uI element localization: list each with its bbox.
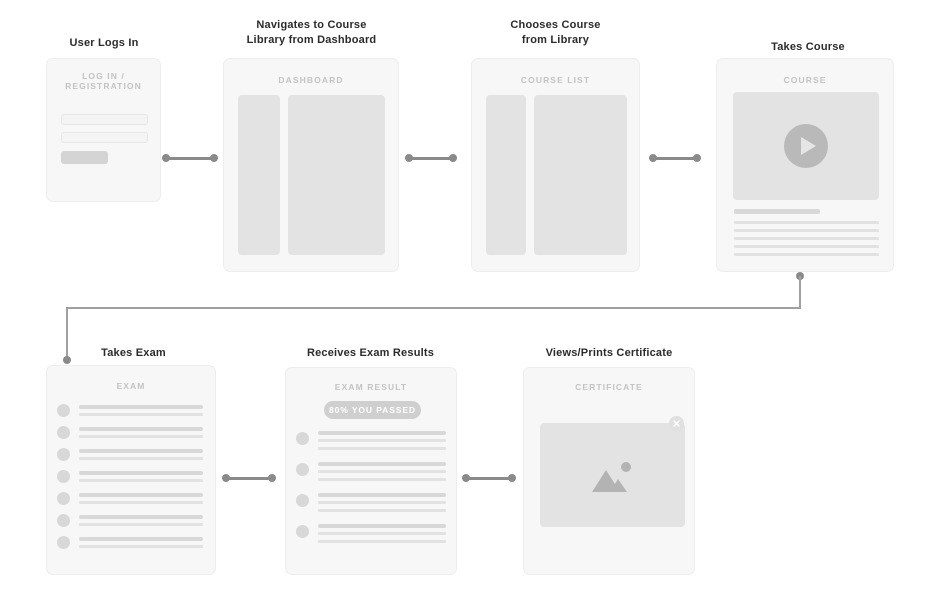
video-player-placeholder[interactable] bbox=[733, 92, 879, 200]
course-text-line bbox=[734, 229, 879, 232]
card-exam-result[interactable]: EXAM RESULT 80% YOU PASSED bbox=[285, 367, 457, 575]
card-label-dashboard: DASHBOARD bbox=[278, 75, 344, 85]
certificate-image-placeholder[interactable] bbox=[540, 423, 685, 527]
card-label-course: COURSE bbox=[783, 75, 827, 85]
course-text-line bbox=[734, 245, 879, 248]
dashboard-main-column bbox=[288, 95, 385, 255]
course-list-main-column bbox=[534, 95, 627, 255]
step-title-dashboard: Navigates to Course Library from Dashboa… bbox=[246, 19, 377, 46]
course-text-line bbox=[734, 221, 879, 224]
step-title-exam: Takes Exam bbox=[101, 347, 166, 359]
play-icon[interactable] bbox=[784, 124, 828, 168]
card-label-exam: EXAM bbox=[116, 381, 146, 391]
card-label-course-list: COURSE LIST bbox=[520, 75, 591, 85]
card-label-exam-result: EXAM RESULT bbox=[334, 382, 408, 392]
card-label-login: LOG IN / REGISTRATION bbox=[65, 71, 142, 91]
exam-score-badge: 80% YOU PASSED bbox=[324, 401, 421, 419]
card-certificate[interactable]: CERTIFICATE bbox=[523, 367, 695, 575]
dashboard-sidebar-column bbox=[238, 95, 280, 255]
card-dashboard[interactable]: DASHBOARD bbox=[223, 58, 399, 272]
step-title-certificate: Views/Prints Certificate bbox=[545, 347, 673, 359]
close-icon[interactable] bbox=[669, 416, 684, 431]
step-title-login: User Logs In bbox=[69, 37, 139, 49]
course-text-line bbox=[734, 253, 879, 256]
step-title-course: Takes Course bbox=[771, 41, 845, 53]
submit-button[interactable] bbox=[61, 151, 108, 164]
card-label-certificate: CERTIFICATE bbox=[575, 382, 643, 392]
card-course[interactable]: COURSE bbox=[716, 58, 894, 272]
step-title-course-list: Chooses Course from Library bbox=[510, 19, 601, 46]
image-icon bbox=[592, 462, 631, 492]
step-title-exam-result: Receives Exam Results bbox=[306, 347, 435, 359]
card-course-list[interactable]: COURSE LIST bbox=[471, 58, 640, 272]
username-field[interactable] bbox=[61, 114, 148, 125]
card-exam[interactable]: EXAM bbox=[46, 365, 216, 575]
course-text-line bbox=[734, 237, 879, 240]
card-login[interactable]: LOG IN / REGISTRATION bbox=[46, 58, 161, 202]
course-heading-bar bbox=[734, 209, 820, 214]
password-field[interactable] bbox=[61, 132, 148, 143]
course-list-sidebar-column bbox=[486, 95, 526, 255]
